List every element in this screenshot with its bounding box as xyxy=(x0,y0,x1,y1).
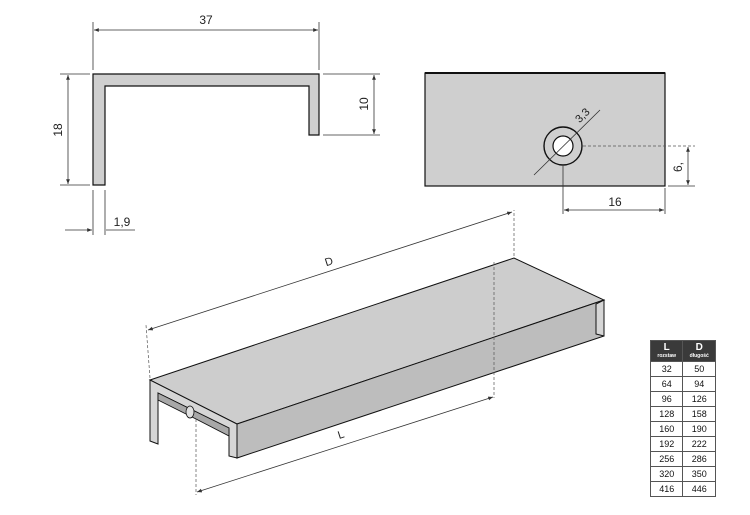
side-plate xyxy=(424,72,666,187)
size-table-cell-d: 350 xyxy=(682,466,716,482)
size-table-cell-l: 128 xyxy=(649,406,684,422)
size-table-cell-d: 190 xyxy=(682,421,716,437)
side-view: 3,3 16 6, xyxy=(424,72,695,214)
width-label: 37 xyxy=(199,13,213,27)
size-table-cell-l: 32 xyxy=(649,361,684,377)
profile-view: 37 18 10 1,9 xyxy=(51,13,380,235)
size-table-cell-d: 446 xyxy=(682,481,716,497)
length-d-dimension-line xyxy=(147,211,513,331)
size-table-cell-l: 96 xyxy=(649,391,684,407)
size-table-cell-d: 126 xyxy=(682,391,716,407)
size-table-cell-l: 320 xyxy=(649,466,684,482)
hole-leader-line xyxy=(533,109,601,176)
size-table-cell-l: 192 xyxy=(649,436,684,452)
size-table-cell-l: 64 xyxy=(649,376,684,392)
mounting-pin xyxy=(185,405,195,419)
length-l-label: L xyxy=(336,428,346,441)
height-label: 18 xyxy=(51,123,65,137)
hole-offset-label: 16 xyxy=(608,195,622,209)
size-table-cell-l: 256 xyxy=(649,451,684,467)
size-table-cell-d: 158 xyxy=(682,406,716,422)
size-table-cell-d: 50 xyxy=(682,361,716,377)
size-table-header-row: L rozstaw D długość xyxy=(649,340,716,362)
size-table-header-d: D długość xyxy=(682,340,716,362)
isometric-view: D L xyxy=(145,210,606,495)
size-table-cell-d: 94 xyxy=(682,376,716,392)
size-table-cell-l: 416 xyxy=(649,481,684,497)
size-table-cell-d: 286 xyxy=(682,451,716,467)
hole-height-label: 6, xyxy=(671,162,685,172)
channel-profile xyxy=(92,73,320,186)
inner-height-label: 10 xyxy=(357,97,371,111)
length-l-dimension-line xyxy=(196,396,494,493)
thickness-label: 1,9 xyxy=(114,215,131,229)
size-table-cell-l: 160 xyxy=(649,421,684,437)
size-table-cell-d: 222 xyxy=(682,436,716,452)
length-d-label: D xyxy=(323,255,334,269)
handle-end-face-right xyxy=(595,299,605,337)
size-table-header-l: L rozstaw xyxy=(649,340,684,362)
